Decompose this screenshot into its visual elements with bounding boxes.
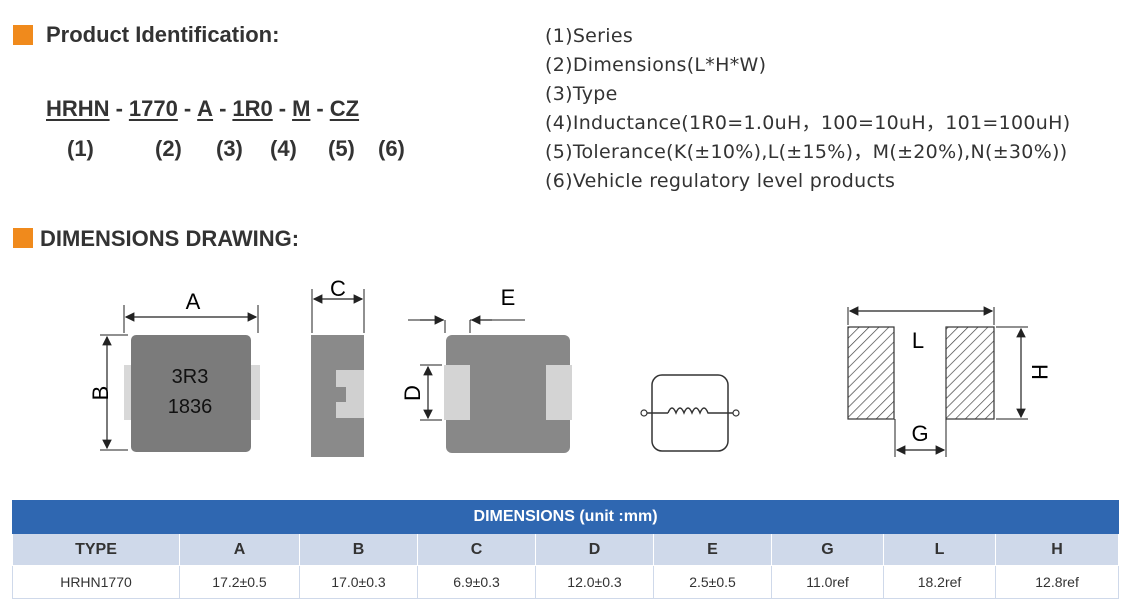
dim-label-d: D xyxy=(400,385,425,401)
dim-label-b: B xyxy=(88,386,113,401)
marking-line-2: 1836 xyxy=(168,396,213,418)
pn-tolerance: M xyxy=(292,96,311,121)
cell-h: 12.8ref xyxy=(994,565,1120,599)
cell-l: 18.2ref xyxy=(883,565,996,599)
cell-g: 11.0ref xyxy=(771,565,884,599)
dimensions-table: DIMENSIONS (unit :mm) TYPE A B C D E G L… xyxy=(11,500,1120,599)
col-header-g: G xyxy=(771,533,884,566)
cell-b: 17.0±0.3 xyxy=(299,565,418,599)
cell-c: 6.9±0.3 xyxy=(417,565,536,599)
dim-label-a: A xyxy=(186,289,201,314)
pn-index-3: (3) xyxy=(216,136,243,161)
pn-sep: - xyxy=(278,96,287,121)
dim-label-h: H xyxy=(1027,364,1052,380)
dim-label-e: E xyxy=(501,285,516,310)
inductor-bottom-view: E D xyxy=(400,285,572,453)
pn-vehicle: CZ xyxy=(329,96,360,121)
pn-sep: - xyxy=(183,96,192,121)
legend-item: (5)Tolerance(K(±10%),L(±15%)，M(±20%),N(±… xyxy=(545,141,1068,163)
cell-e: 2.5±0.5 xyxy=(653,565,772,599)
part-number-code: HRHN-1770-A-1R0-M-CZ xyxy=(46,96,359,122)
col-header-type: TYPE xyxy=(12,533,180,566)
col-header-d: D xyxy=(535,533,654,566)
legend-item: (6)Vehicle regulatory level products xyxy=(545,170,896,192)
pn-sep: - xyxy=(115,96,123,121)
col-header-h: H xyxy=(994,533,1120,566)
col-header-c: C xyxy=(417,533,536,566)
pn-index-6: (6) xyxy=(378,136,405,161)
col-header-l: L xyxy=(883,533,996,566)
dimensions-drawing-title: DIMENSIONS DRAWING: xyxy=(40,226,300,251)
pn-index-5: (5) xyxy=(328,136,355,161)
pn-inductance: 1R0 xyxy=(232,96,273,121)
table-header-row: TYPE A B C D E G L H xyxy=(12,533,1120,566)
dimensions-drawing: 3R3 1836 A B C E D xyxy=(88,276,1052,457)
section-marker-icon xyxy=(13,25,33,45)
pn-index-4: (4) xyxy=(270,136,297,161)
table-row: HRHN1770 17.2±0.5 17.0±0.3 6.9±0.3 12.0±… xyxy=(12,565,1120,599)
marking-line-1: 3R3 xyxy=(172,366,209,388)
dim-label-l: L xyxy=(912,328,924,353)
legend-item: (4)Inductance(1R0=1.0uH，100=10uH，101=100… xyxy=(545,112,1071,134)
pn-type: A xyxy=(197,96,214,121)
pn-series: HRHN xyxy=(46,96,110,121)
cell-a: 17.2±0.5 xyxy=(179,565,300,599)
cell-d: 12.0±0.3 xyxy=(535,565,654,599)
inductor-schematic-icon xyxy=(640,374,740,452)
col-header-a: A xyxy=(179,533,300,566)
land-pattern-view: L H G xyxy=(847,306,1052,457)
table-caption: DIMENSIONS (unit :mm) xyxy=(11,500,1120,534)
col-header-b: B xyxy=(299,533,418,566)
cell-type: HRHN1770 xyxy=(12,565,180,599)
pn-dimensions: 1770 xyxy=(128,96,178,121)
section-marker-icon xyxy=(13,228,33,248)
legend-item: (3)Type xyxy=(545,83,618,105)
part-number-legend: (1)Series (2)Dimensions(L*H*W) (3)Type (… xyxy=(545,22,1070,196)
dim-label-g: G xyxy=(911,421,928,446)
pn-sep: - xyxy=(316,96,324,121)
pn-sep: - xyxy=(219,96,227,121)
inductor-side-view: C xyxy=(311,276,365,457)
pn-index-2: (2) xyxy=(155,136,182,161)
legend-item: (1)Series xyxy=(545,25,634,47)
legend-item: (2)Dimensions(L*H*W) xyxy=(545,54,767,76)
inductor-top-view: 3R3 1836 A B xyxy=(88,289,260,452)
dim-label-c: C xyxy=(330,276,346,301)
product-identification-title: Product Identification: xyxy=(46,22,280,47)
pn-index-1: (1) xyxy=(67,136,94,161)
col-header-e: E xyxy=(653,533,772,566)
